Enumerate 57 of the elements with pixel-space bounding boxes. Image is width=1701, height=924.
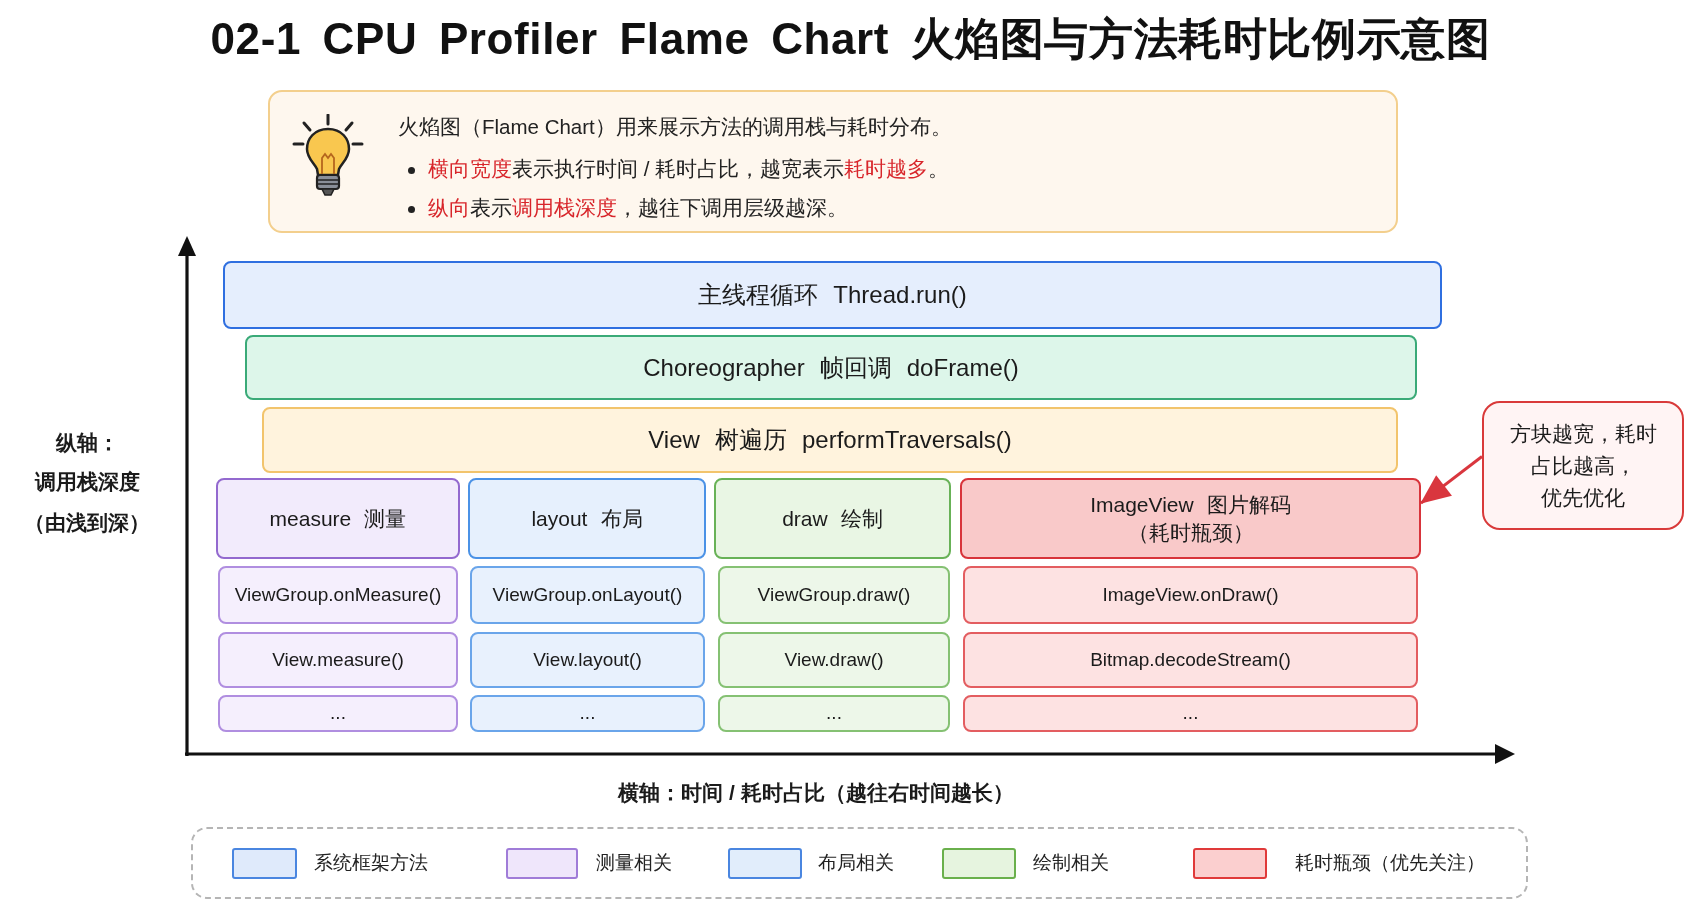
bar-label: ImageView.onDraw() — [1102, 582, 1279, 607]
flame-bar — [963, 632, 1418, 688]
axis-label: 纵轴： — [55, 430, 119, 456]
flame-bar — [960, 478, 1421, 559]
axis-label: （由浅到深） — [24, 510, 150, 536]
legend-label: 系统框架方法 — [314, 851, 428, 875]
bar-label: View 树遍历 performTraversals() — [648, 425, 1012, 456]
legend-label: 布局相关 — [818, 851, 894, 875]
bar-label: ViewGroup.onMeasure() — [234, 582, 442, 607]
bar-label: View.measure() — [272, 647, 404, 672]
axis-label: 横轴：时间 / 耗时占比（越往右时间越长） — [618, 780, 1014, 806]
intro-text: 火焰图（Flame Chart）用来展示方法的调用栈与耗时分布。 — [398, 114, 952, 140]
legend-label: 测量相关 — [596, 851, 672, 875]
bar-label: （耗时瓶颈） — [1127, 519, 1254, 546]
flame-bar — [216, 478, 460, 559]
flame-bar — [963, 695, 1418, 732]
flame-bar — [218, 632, 458, 688]
flame-bar — [718, 566, 950, 624]
bar-label: ImageView 图片解码 — [1090, 492, 1291, 519]
flame-bar — [470, 695, 705, 732]
bar-label: draw 绘制 — [782, 505, 883, 532]
bar-label: measure 测量 — [269, 505, 407, 532]
axis-label: 调用栈深度 — [34, 469, 140, 495]
flame-bar — [245, 335, 1417, 400]
flame-bar — [470, 566, 705, 624]
flame-bar — [714, 478, 951, 559]
flame-bar — [218, 566, 458, 624]
flame-bar — [718, 632, 950, 688]
bullet-text: 横向宽度表示执行时间 / 耗时占比，越宽表示耗时越多。 — [406, 155, 950, 183]
bar-label: ViewGroup.draw() — [757, 582, 911, 607]
callout-box — [1482, 401, 1684, 530]
bullet-text: 纵向表示调用栈深度，越往下调用层级越深。 — [406, 194, 848, 222]
bar-label: ViewGroup.onLayout() — [492, 582, 683, 607]
flame-bar — [262, 407, 1398, 473]
flame-bar — [468, 478, 706, 559]
bar-label: View.layout() — [533, 647, 642, 672]
bar-label: View.draw() — [784, 647, 884, 672]
bar-label: Bitmap.decodeStream() — [1090, 647, 1291, 672]
info-panel — [268, 90, 1398, 233]
legend-label: 绘制相关 — [1033, 851, 1109, 875]
bar-label: ... — [579, 701, 596, 726]
flame-bar — [963, 566, 1418, 624]
bar-label: ... — [330, 701, 346, 726]
bar-label: layout 布局 — [531, 505, 643, 532]
flame-bar — [470, 632, 705, 688]
bar-label: ... — [826, 701, 842, 726]
bar-label: ... — [1182, 701, 1199, 726]
flame-bar — [223, 261, 1442, 329]
callout-arrow — [1420, 455, 1483, 505]
bar-label: 主线程循环 Thread.run() — [698, 280, 967, 311]
legend-label: 耗时瓶颈（优先关注） — [1295, 851, 1485, 875]
callout-text: 方块越宽，耗时占比越高， — [1508, 420, 1658, 479]
bar-label: Choreographer 帧回调 doFrame() — [643, 352, 1019, 383]
title: 02-1 CPU Profiler Flame Chart 火焰图与方法耗时比例示意图 — [210, 13, 1491, 65]
flame-bar — [718, 695, 950, 732]
callout-text: 优先优化 — [1541, 484, 1625, 511]
flame-bar — [218, 695, 458, 732]
